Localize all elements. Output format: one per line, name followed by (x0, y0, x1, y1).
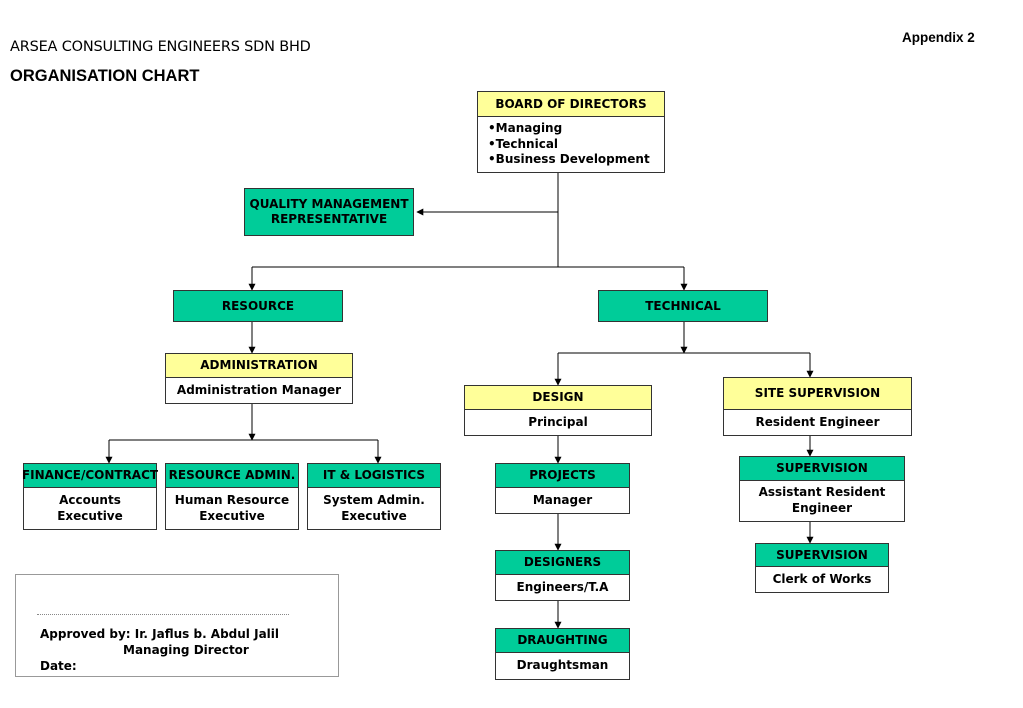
company-name: ARSEA CONSULTING ENGINEERS SDN BHD (10, 39, 311, 55)
board-of-directors-node: BOARD OF DIRECTORS •Managing •Technical … (477, 91, 665, 173)
node-title: SUPERVISION (740, 457, 904, 481)
node-role: Accounts Executive (57, 492, 123, 523)
board-item: •Technical (488, 136, 559, 151)
supervision-assistant-node: SUPERVISION Assistant Resident Engineer (739, 456, 905, 522)
node-title: PROJECTS (496, 464, 629, 488)
resource-node: RESOURCE (173, 290, 343, 322)
approver-position: Managing Director (123, 643, 249, 657)
finance-contract-node: FINANCE/CONTRACT Accounts Executive (22, 463, 158, 530)
node-title: FINANCE/CONTRACT (22, 464, 158, 488)
node-title: IT & LOGISTICS (308, 464, 440, 488)
node-role: Human Resource Executive (174, 492, 290, 523)
projects-node: PROJECTS Manager (495, 463, 630, 514)
appendix-label: Appendix 2 (902, 30, 975, 45)
node-title: SITE SUPERVISION (724, 378, 911, 410)
node-role: System Admin. Executive (323, 492, 425, 523)
designers-node: DESIGNERS Engineers/T.A (495, 550, 630, 601)
quality-management-node: QUALITY MANAGEMENT REPRESENTATIVE (244, 188, 414, 236)
node-title: DRAUGHTING (496, 629, 629, 653)
technical-node: TECHNICAL (598, 290, 768, 322)
signature-line (37, 614, 289, 615)
design-node: DESIGN Principal (464, 385, 652, 436)
resource-admin-node: RESOURCE ADMIN. Human Resource Executive (165, 463, 299, 530)
approved-by: Approved by: Ir. Jaflus b. Abdul Jalil (40, 627, 280, 641)
chart-title: ORGANISATION CHART (10, 67, 200, 85)
date-label: Date: (40, 659, 77, 673)
node-role: Resident Engineer (755, 414, 880, 429)
node-role: Draughtsman (516, 658, 609, 673)
node-title: BOARD OF DIRECTORS (478, 92, 664, 117)
administration-node: ADMINISTRATION Administration Manager (165, 353, 353, 404)
node-role: Manager (532, 492, 593, 507)
board-item: •Business Development (488, 152, 650, 166)
draughting-node: DRAUGHTING Draughtsman (495, 628, 630, 680)
node-title: RESOURCE ADMIN. (166, 464, 298, 488)
supervision-clerk-node: SUPERVISION Clerk of Works (755, 543, 889, 593)
board-items: •Managing •Technical •Business Developme… (478, 117, 664, 180)
node-title: DESIGNERS (496, 551, 629, 575)
node-title: SUPERVISION (756, 544, 888, 567)
node-role: Engineers/T.A (516, 579, 609, 594)
node-role: Principal (528, 414, 588, 429)
node-title: ADMINISTRATION (166, 354, 352, 378)
node-role: Administration Manager (176, 382, 342, 397)
node-title: DESIGN (465, 386, 651, 410)
approval-box (15, 574, 339, 677)
it-logistics-node: IT & LOGISTICS System Admin. Executive (307, 463, 441, 530)
site-supervision-node: SITE SUPERVISION Resident Engineer (723, 377, 912, 436)
node-role: Clerk of Works (772, 571, 872, 586)
board-item: •Managing (488, 121, 563, 135)
node-role: Assistant Resident Engineer (758, 485, 886, 515)
